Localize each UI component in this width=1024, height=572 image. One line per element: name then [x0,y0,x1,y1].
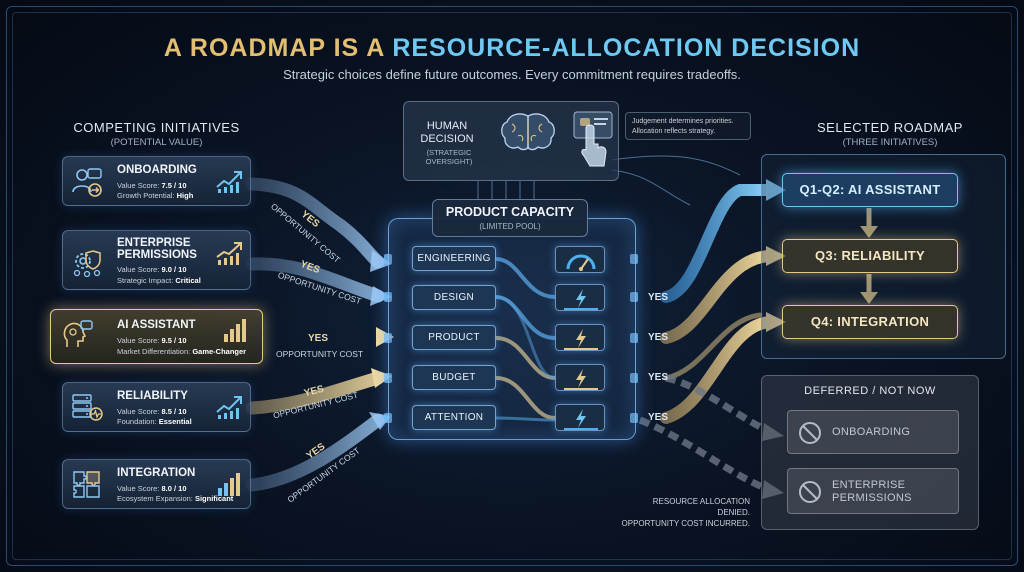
deferred-item-onboarding[interactable]: ONBOARDING [787,410,959,454]
initiative-metric: Strategic Impact: Critical [117,276,201,285]
growth-chart-icon [216,242,242,265]
initiative-metric: Foundation: Essential [117,417,192,426]
left-column-subheading: (POTENTIAL VALUE) [110,137,203,148]
energy-bolt-icon [555,284,605,311]
output-label-yes: YES [648,292,669,303]
prohibited-icon [799,422,821,444]
growth-chart-icon [216,171,242,193]
input-arrow-integration [245,413,385,492]
prohibited-icon [799,481,821,503]
deferred-arrow-onboarding [665,374,772,436]
input-arrow-permissions [245,257,385,303]
deferred-item-label: ENTERPRISE PERMISSIONS [832,479,912,504]
puzzle-icon [73,471,100,498]
flow-label-opportunity-cost: OPPORTUNITY COST [276,349,364,359]
left-column-heading: COMPETING INITIATIVES [73,120,240,135]
energy-bolt-icon [555,324,605,351]
deferred-item-label: ONBOARDING [832,426,911,438]
roadmap-item-q4[interactable]: Q4: INTEGRATION [782,305,958,339]
value-score: Value Score: 8.5 / 10 [117,407,187,416]
product-capacity-title: PRODUCT CAPACITY [445,205,575,219]
product-capacity-label: PRODUCT CAPACITY (LIMITED POOL) [432,199,588,237]
output-arrow-reliability [660,250,776,344]
output-arrow-integration [660,316,776,424]
roadmap-item-q1-q2[interactable]: Q1-Q2: AI ASSISTANT [782,173,958,207]
main-title: A ROADMAP IS A RESOURCE-ALLOCATION DECIS… [0,34,1024,63]
right-column-heading: SELECTED ROADMAP [817,120,963,135]
deferred-arrow-permissions [638,416,772,494]
right-column-subheading: (THREE INITIATIVES) [842,137,938,148]
resource-design: DESIGN [412,285,496,310]
initiative-name: RELIABILITY [117,390,188,402]
permissions-gear-icon [73,250,101,277]
output-arrow-secondary [663,312,763,381]
brain-icon [501,113,555,151]
output-label-yes: YES [648,372,669,383]
deferred-item-enterprise-permissions[interactable]: ENTERPRISE PERMISSIONS [787,468,959,514]
human-decision-note: Judgement determines priorities.Allocati… [625,112,751,140]
resource-budget: BUDGET [412,365,496,390]
user-onboarding-icon [72,168,102,197]
hand-pointer-icon [573,111,613,167]
initiative-card-onboarding[interactable]: ONBOARDING Value Score: 7.5 / 10 Growth … [62,156,251,206]
subtitle: Strategic choices define future outcomes… [283,67,741,82]
output-label-yes: YES [648,332,669,343]
initiative-name: ONBOARDING [117,164,197,176]
input-arrow-onboarding [245,177,385,269]
energy-bolt-icon [555,404,605,431]
resource-engineering: ENGINEERING [412,246,496,271]
initiative-card-integration[interactable]: INTEGRATION Value Score: 8.0 / 10 Ecosys… [62,459,251,509]
server-heartbeat-icon [72,394,103,421]
energy-bolt-icon [555,364,605,391]
value-score: Value Score: 8.0 / 10 [117,484,187,493]
output-arrow-ai-assistant [660,184,776,303]
initiative-card-reliability[interactable]: RELIABILITY Value Score: 8.5 / 10 Founda… [62,382,251,432]
resource-attention: ATTENTION [412,405,496,430]
human-decision-subtitle: (STRATEGIC OVERSIGHT) [425,148,473,166]
output-label-yes: YES [648,412,669,423]
initiative-metric: Market Differentiation: Game-Changer [117,347,247,356]
deferred-title: DEFERRED / NOT NOW [804,385,936,397]
initiative-metric: Ecosystem Expansion: Significant [117,494,234,503]
bar-chart-icon [224,319,246,342]
initiative-name: INTEGRATION [117,467,196,479]
bar-chart-icon [218,473,240,496]
initiative-metric: Growth Potential: High [117,191,194,200]
initiative-name: AI ASSISTANT [117,319,196,331]
left-column-header: COMPETING INITIATIVES (POTENTIAL VALUE) [62,120,251,148]
right-column-header: SELECTED ROADMAP (THREE INITIATIVES) [790,120,990,148]
input-arrow-reliability [245,371,385,415]
title-part-2: RESOURCE-ALLOCATION DECISION [392,34,861,62]
gauge-icon [555,246,605,273]
initiative-card-ai-assistant[interactable]: AI ASSISTANT Value Score: 9.5 / 10 Marke… [50,309,263,364]
value-score: Value Score: 7.5 / 10 [117,181,187,190]
value-score: Value Score: 9.5 / 10 [117,336,187,345]
resource-product: PRODUCT [412,325,496,350]
value-score: Value Score: 9.0 / 10 [117,265,187,274]
roadmap-item-q3[interactable]: Q3: RELIABILITY [782,239,958,273]
product-capacity-subtitle: (LIMITED POOL) [479,222,541,231]
deferred-note: RESOURCE ALLOCATION DENIED.OPPORTUNITY C… [621,497,750,528]
title-part-1: A ROADMAP IS A [163,34,385,62]
growth-chart-icon [216,396,242,419]
ai-head-chat-icon [63,320,93,347]
flow-label-yes: YES [308,333,329,344]
